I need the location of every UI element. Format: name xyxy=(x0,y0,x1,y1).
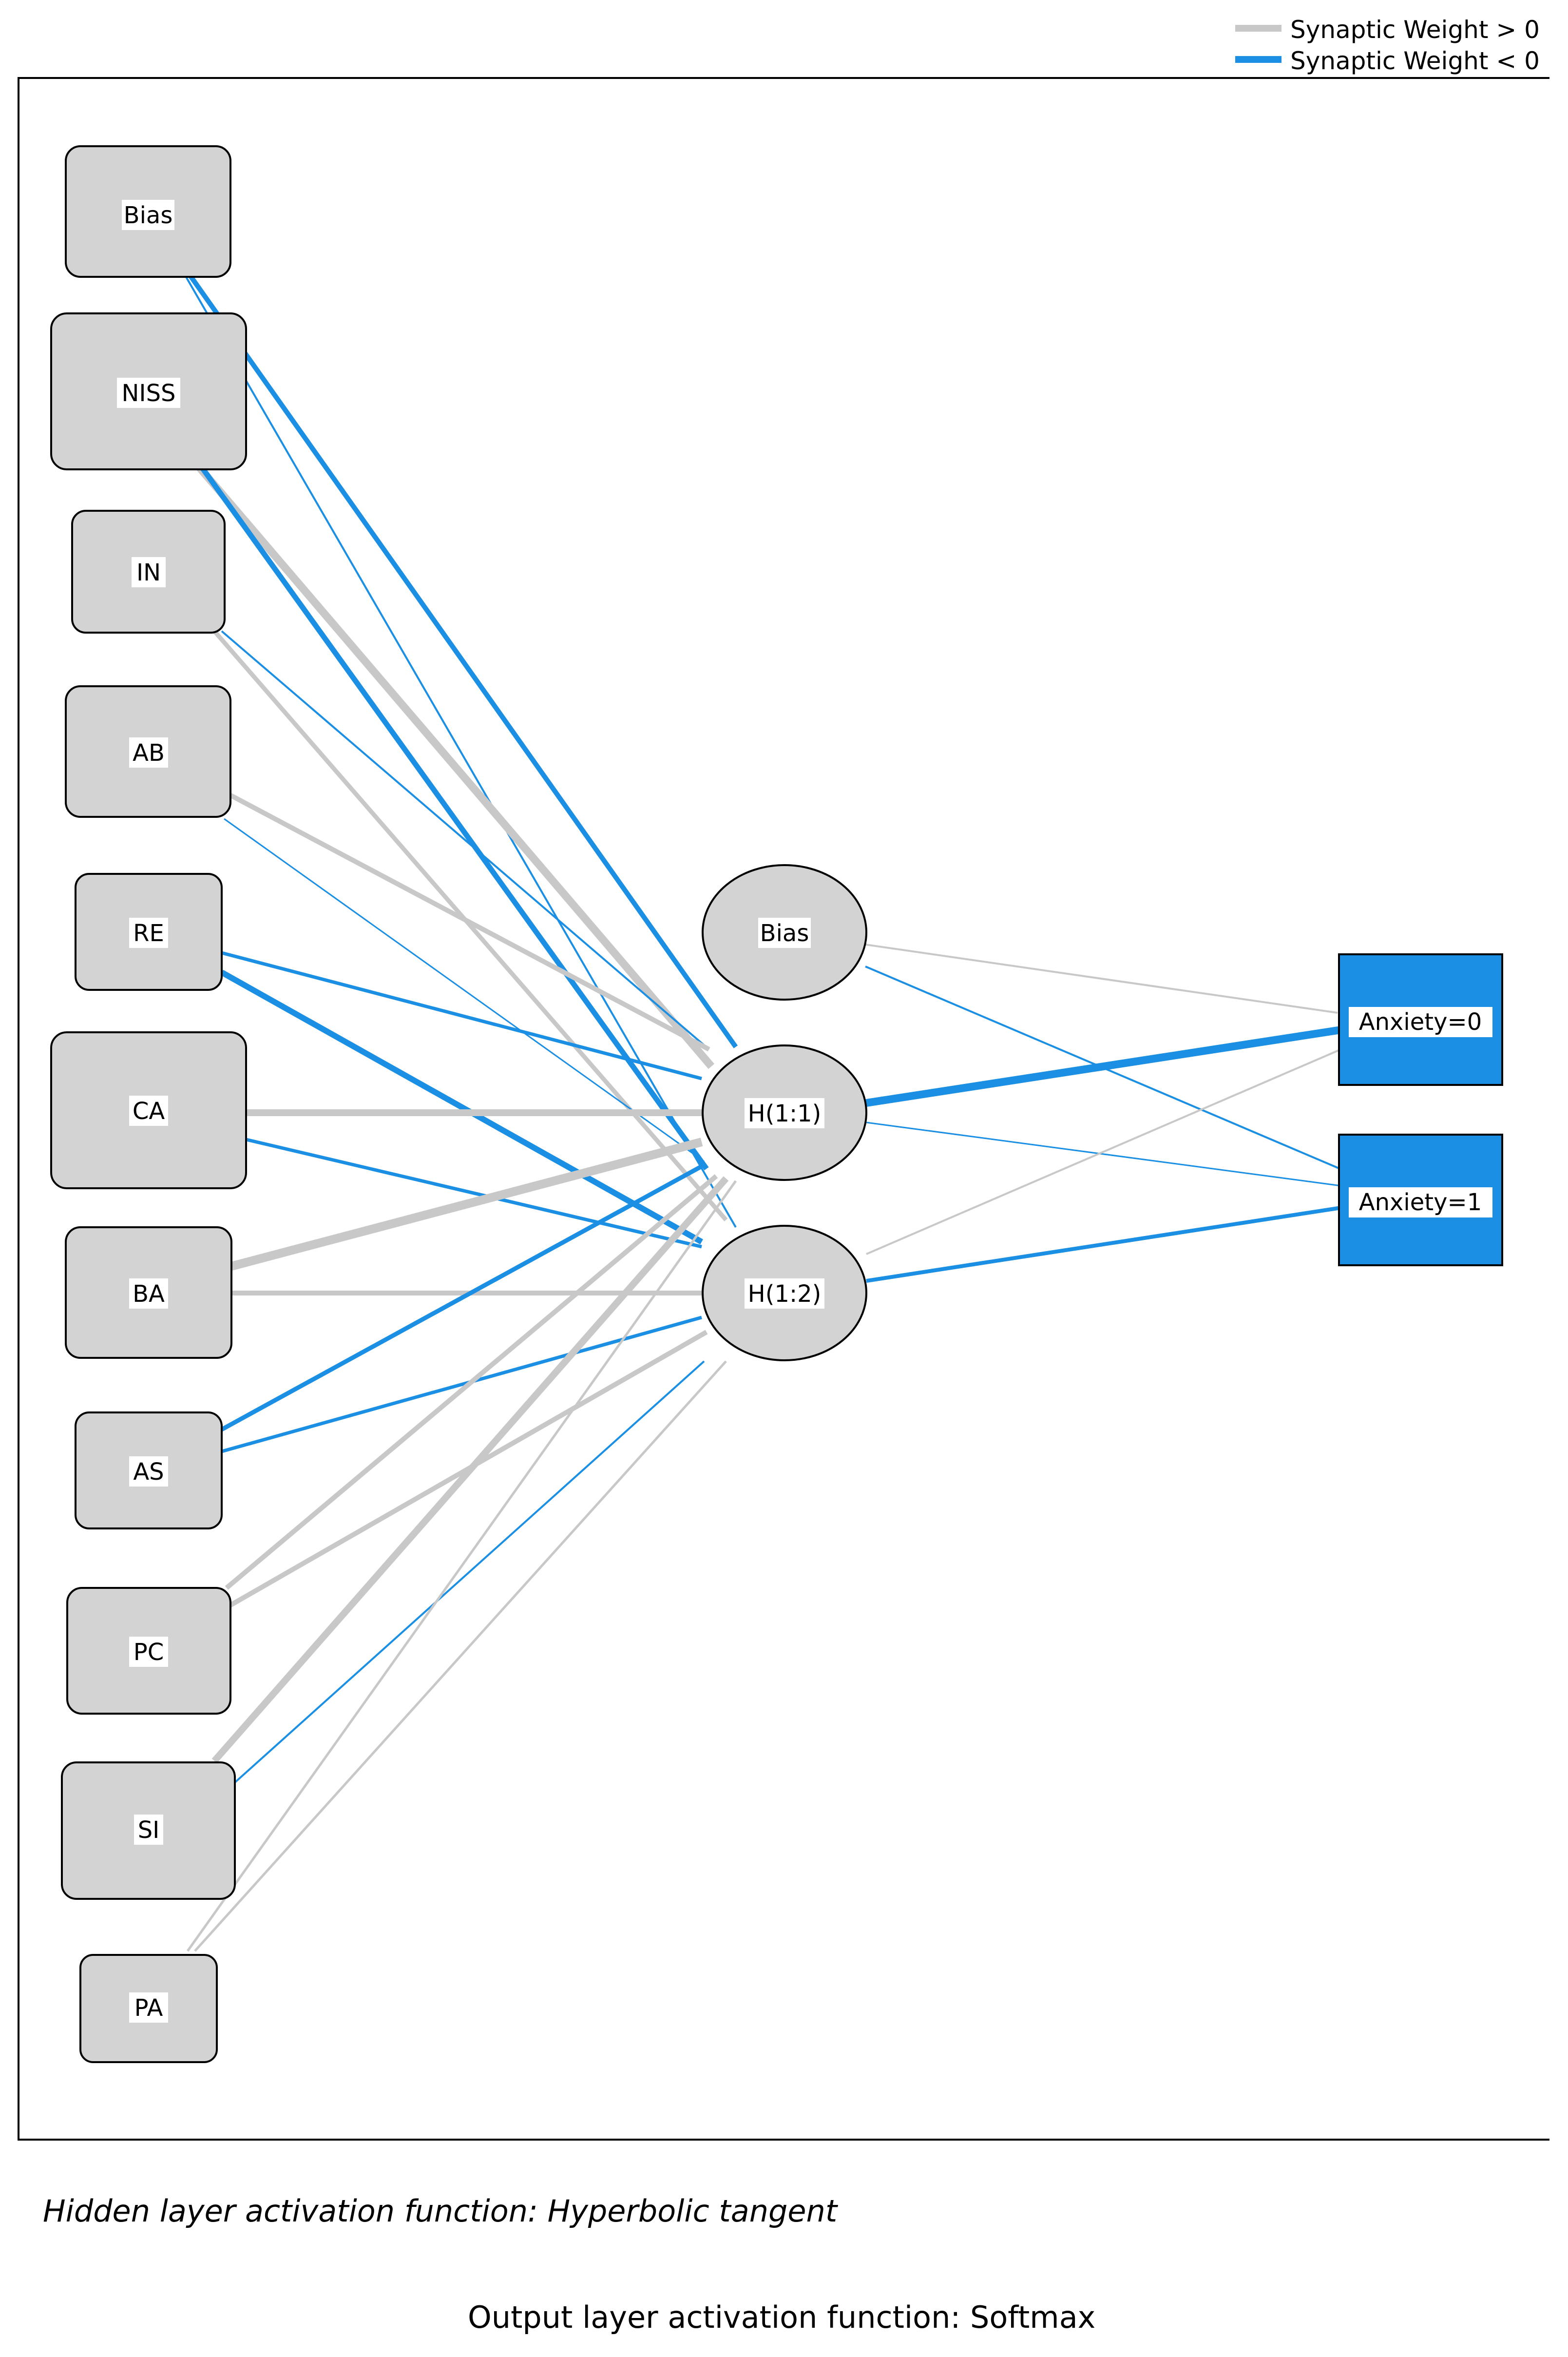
connections xyxy=(184,274,1342,1952)
connection-re-h12 xyxy=(220,969,703,1245)
input-label-bias: Bias xyxy=(124,202,173,229)
input-label-bg xyxy=(129,737,168,768)
connection-h12-out1 xyxy=(866,1206,1341,1283)
input-label-re: RE xyxy=(133,920,164,947)
connection-hbias-out0 xyxy=(865,944,1338,1014)
connection-pc-h11 xyxy=(225,1174,718,1590)
input-label-niss: NISS xyxy=(122,380,176,407)
connection-bias-h11 xyxy=(188,274,738,1048)
hidden-label-bg xyxy=(745,1098,824,1128)
hidden-label-h11: H(1:1) xyxy=(748,1100,822,1127)
input-label-pc: PC xyxy=(134,1639,164,1666)
output-layer: Anxiety=0 Anxiety=1 xyxy=(1338,953,1503,1266)
input-label-bg xyxy=(122,200,174,230)
connection-ca-h12 xyxy=(246,1138,702,1249)
connection-si-h12 xyxy=(228,1360,705,1789)
connection-as-h11 xyxy=(220,1164,703,1431)
input-label-bg xyxy=(129,1278,168,1309)
hidden-activation-caption: Hidden layer activation function: Hyperb… xyxy=(43,2193,838,2229)
output-activation-caption: Output layer activation function: Softma… xyxy=(468,2299,1096,2335)
input-label-pa: PA xyxy=(134,1994,163,2022)
input-label-bg xyxy=(129,1096,168,1126)
hidden-label-bg xyxy=(758,918,811,948)
connection-h11-out1 xyxy=(866,1121,1341,1187)
input-label-si: SI xyxy=(138,1816,160,1844)
connection-h12-out0 xyxy=(866,1048,1341,1255)
input-label-bg xyxy=(129,1992,168,2023)
connection-h11-out0 xyxy=(865,1026,1342,1107)
input-label-ca: CA xyxy=(133,1098,165,1125)
legend-positive-label: Synaptic Weight > 0 xyxy=(1290,16,1540,44)
input-label-bg xyxy=(117,378,180,408)
input-label-bg xyxy=(129,1637,168,1667)
input-label-as: AS xyxy=(133,1458,164,1486)
connection-ab-h11 xyxy=(228,792,710,1052)
output-label-bg xyxy=(1349,1007,1492,1037)
connection-in-h12 xyxy=(212,630,728,1221)
connection-in-h11 xyxy=(221,630,710,1050)
connection-bias-h12 xyxy=(184,274,737,1228)
hidden-layer: Bias H(1:1) H(1:2) xyxy=(702,864,867,1361)
legend-negative-label: Synaptic Weight < 0 xyxy=(1290,47,1540,75)
input-label-in: IN xyxy=(136,559,161,586)
legend: Synaptic Weight > 0 Synaptic Weight < 0 xyxy=(1235,16,1540,75)
connection-ab-h12 xyxy=(224,818,705,1162)
connection-as-h12 xyxy=(221,1315,702,1453)
output-label-bg xyxy=(1349,1187,1492,1217)
output-label-anxiety-1: Anxiety=1 xyxy=(1359,1189,1482,1216)
input-label-ab: AB xyxy=(133,739,165,767)
input-label-bg xyxy=(129,1456,168,1487)
input-label-bg xyxy=(134,1815,163,1845)
hidden-label-bias: Bias xyxy=(760,920,809,947)
connection-ba-h11 xyxy=(230,1138,703,1271)
input-label-bg xyxy=(132,557,166,587)
output-label-anxiety-0: Anxiety=0 xyxy=(1359,1008,1482,1036)
input-layer: Bias NISS IN AB RE CA BA AS PC SI PA xyxy=(50,145,247,2063)
connection-pa-h12 xyxy=(194,1360,727,1952)
connection-niss-h11 xyxy=(196,465,715,1069)
connection-pa-h11 xyxy=(186,1180,737,1952)
input-label-ba: BA xyxy=(133,1280,165,1308)
connection-si-h11 xyxy=(211,1176,729,1763)
connection-re-h11 xyxy=(221,951,702,1081)
hidden-label-bg xyxy=(745,1278,824,1309)
input-label-bg xyxy=(129,918,168,948)
hidden-label-h12: H(1:2) xyxy=(748,1280,822,1308)
connection-niss-h12 xyxy=(200,466,709,1171)
